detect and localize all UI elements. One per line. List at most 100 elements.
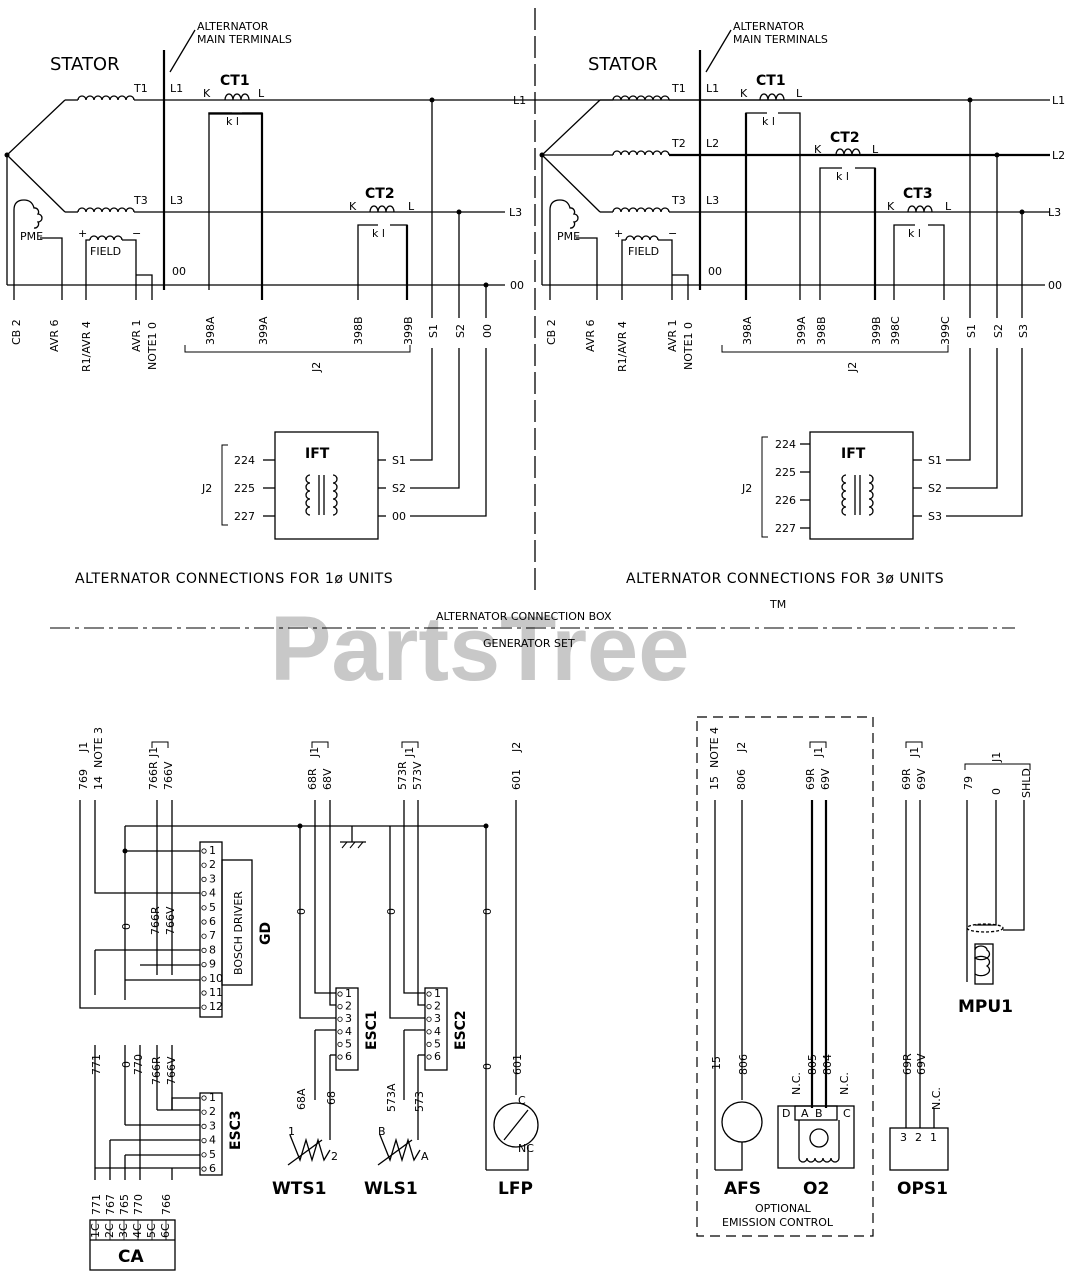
tl-68-j1: J1 bbox=[308, 747, 321, 758]
ops-pin-1: 1 bbox=[930, 1131, 937, 1144]
ct1-k-label: K bbox=[203, 87, 211, 100]
tl-573-j1: J1 bbox=[403, 747, 416, 758]
gd-pins-num: 5 bbox=[209, 901, 216, 914]
esc1-pins-dot bbox=[337, 1016, 343, 1022]
ca-pin-label: 6C bbox=[159, 1223, 172, 1238]
tl-806-j2: J2 bbox=[735, 742, 748, 753]
tl-573r: 573R bbox=[396, 761, 409, 790]
l1-3-terminal: L1 bbox=[706, 82, 719, 95]
ca-wire-label: 770 bbox=[132, 1194, 145, 1215]
t1-3-label: T1 bbox=[671, 82, 686, 95]
esc2-pins-dot bbox=[426, 1054, 432, 1060]
l1-terminal-label: L1 bbox=[170, 82, 183, 95]
ca-pin-label: 1C bbox=[89, 1223, 102, 1238]
ll-nc-o2b: N.C. bbox=[838, 1072, 851, 1095]
ct1-l-label: L bbox=[258, 87, 265, 100]
ift3-out-s2: S2 bbox=[928, 482, 942, 495]
n00-3-terminal: 00 bbox=[708, 265, 722, 278]
gd-pins-num: 2 bbox=[209, 858, 216, 871]
esc2-pins-num: 3 bbox=[434, 1012, 441, 1025]
tl-769-j1: J1 bbox=[77, 742, 90, 753]
ift-pin-225: 225 bbox=[234, 482, 255, 495]
tl-68r: 68R bbox=[306, 768, 319, 790]
ll-573a: 573A bbox=[385, 1083, 398, 1112]
gd-pins-dot bbox=[201, 890, 207, 897]
ift-out-00: 00 bbox=[392, 510, 406, 523]
esc3-pins-dot bbox=[201, 1166, 207, 1172]
tl-14: 14 bbox=[92, 776, 105, 790]
bosch-driver-label: BOSCH DRIVER bbox=[232, 891, 245, 975]
j2-bracket-label: J2 bbox=[310, 362, 323, 373]
wls1-pin-b: B bbox=[378, 1125, 386, 1138]
tl-601-j2: J2 bbox=[510, 742, 523, 753]
o2-pin-b: B bbox=[815, 1107, 823, 1120]
watermark: PartsTree bbox=[270, 598, 689, 700]
field-3-label: FIELD bbox=[628, 245, 659, 258]
bl3-399c: 399C bbox=[939, 316, 952, 345]
gd-pins-num: 6 bbox=[209, 915, 216, 928]
alt3-terminals-label-2: MAIN TERMINALS bbox=[733, 33, 828, 46]
bl3-cb2: CB 2 bbox=[545, 319, 558, 345]
ca-wire-label: 766 bbox=[160, 1194, 173, 1215]
gd-pins-num: 11 bbox=[209, 986, 223, 999]
bl-avr6: AVR 6 bbox=[48, 320, 61, 352]
generator-set-label: GENERATOR SET bbox=[483, 637, 575, 650]
ca-pin-label: 5C bbox=[145, 1223, 158, 1238]
ift3-out-s3: S3 bbox=[928, 510, 942, 523]
tl-shld: SHLD bbox=[1020, 768, 1033, 798]
gd-pins-dot bbox=[201, 862, 207, 868]
gd-pins-num: 3 bbox=[209, 872, 216, 885]
ift-out-s1: S1 bbox=[392, 454, 406, 467]
ct1-3-label: CT1 bbox=[756, 73, 786, 89]
bl-cb2: CB 2 bbox=[10, 319, 23, 345]
tl-601: 601 bbox=[510, 769, 523, 790]
ift3-label: IFT bbox=[841, 446, 866, 462]
esc3-label: ESC3 bbox=[228, 1110, 244, 1150]
ops-pin-3: 3 bbox=[900, 1131, 907, 1144]
l3-3-terminal: L3 bbox=[706, 194, 719, 207]
ct3-3-kl: k l bbox=[908, 227, 921, 240]
gd-pins-num: 4 bbox=[209, 887, 216, 900]
esc2-pins-dot bbox=[426, 1016, 432, 1022]
lfp-pin-nc: NC bbox=[518, 1142, 534, 1155]
bl-s1: S1 bbox=[427, 324, 440, 338]
ll-68a: 68A bbox=[295, 1088, 308, 1110]
bl-398b: 398B bbox=[352, 316, 365, 345]
caption-1phase: ALTERNATOR CONNECTIONS FOR 1ø UNITS bbox=[75, 571, 393, 587]
stator-label: STATOR bbox=[50, 54, 120, 75]
ift3-pin-225: 225 bbox=[775, 466, 796, 479]
tl-766-j1: J1 bbox=[147, 747, 160, 758]
t1-label: T1 bbox=[133, 82, 148, 95]
tl-69-j1-b: J1 bbox=[908, 747, 921, 758]
gd-pins-num: 7 bbox=[209, 929, 216, 942]
out3-l2: L2 bbox=[1052, 149, 1065, 162]
j2-3-bracket: J2 bbox=[846, 362, 859, 373]
ct2-l-label: L bbox=[408, 200, 415, 213]
esc1-pins-dot bbox=[337, 1054, 343, 1060]
field-minus: − bbox=[132, 227, 141, 240]
bl3-avr6: AVR 6 bbox=[584, 320, 597, 352]
ca-wire-label: 765 bbox=[118, 1194, 131, 1215]
gd-pins-dot bbox=[201, 919, 207, 925]
ct2-3-k: K bbox=[814, 143, 822, 156]
bl3-avr1: AVR 1 bbox=[666, 320, 679, 352]
o2-pin-a: A bbox=[801, 1107, 809, 1120]
esc1-label: ESC1 bbox=[364, 1010, 380, 1050]
mpu1-label: MPU1 bbox=[958, 997, 1013, 1017]
bl-398a: 398A bbox=[204, 316, 217, 345]
out-l1-label: L1 bbox=[513, 94, 526, 107]
l2-3-terminal: L2 bbox=[706, 137, 719, 150]
t3-label: T3 bbox=[133, 194, 148, 207]
out-00-label: 00 bbox=[510, 279, 524, 292]
tl-766r: 766R bbox=[147, 761, 160, 790]
esc1-pins-num: 4 bbox=[345, 1025, 352, 1038]
ll-601: 601 bbox=[511, 1054, 524, 1075]
esc3-pins-dot bbox=[201, 1152, 207, 1158]
ll-770: 770 bbox=[132, 1054, 145, 1075]
afs-label: AFS bbox=[724, 1179, 761, 1199]
gd-mid-766v: 766V bbox=[164, 906, 177, 935]
gd-label: GD bbox=[258, 922, 274, 945]
